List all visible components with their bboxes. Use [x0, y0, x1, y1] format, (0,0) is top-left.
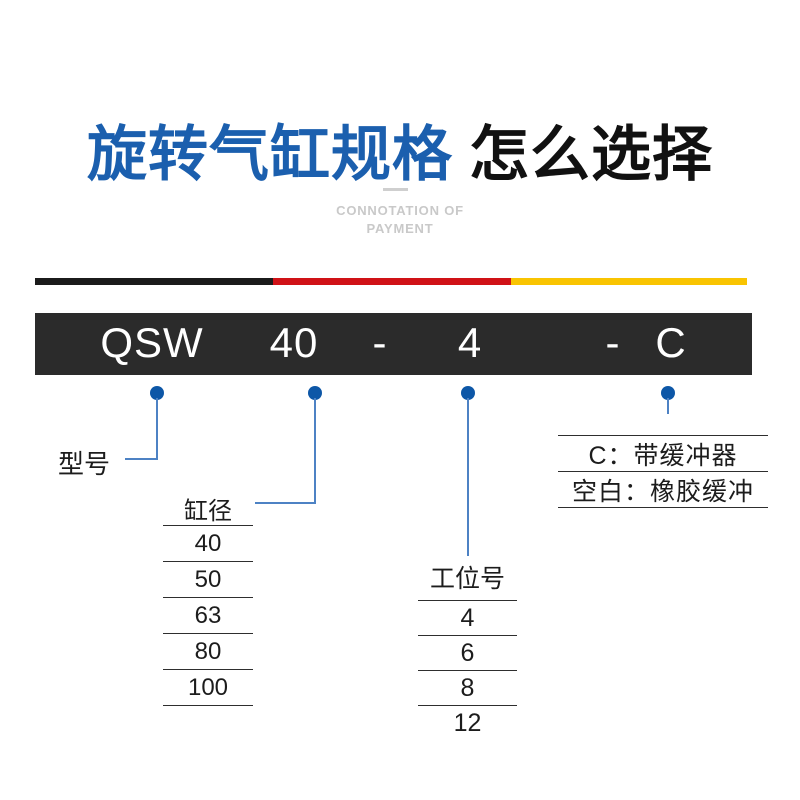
title-rest: 怎么选择: [469, 121, 713, 189]
leader-line-series: [156, 398, 158, 460]
callout-dot-bore: [308, 386, 322, 400]
code-part-bore: 40: [269, 319, 319, 366]
station-table: 4 6 8 12: [418, 600, 517, 740]
buffer-row-blank: 空白：橡胶缓冲: [558, 471, 768, 507]
station-header: 工位号: [429, 565, 505, 593]
callout-dot-buffer: [661, 386, 675, 400]
divider-segment-yellow: [511, 278, 747, 285]
callout-dot-series: [150, 386, 164, 400]
bore-header: 缸径: [184, 498, 232, 525]
table-row: 12: [418, 705, 517, 740]
table-row: 8: [418, 670, 517, 705]
model-code-bar: QSW 40 - 4 - C: [35, 313, 752, 375]
leader-line-station: [467, 398, 469, 556]
buffer-row-c: C：带缓冲器: [558, 435, 768, 471]
title-highlight: 旋转气缸规格: [87, 121, 453, 189]
decorative-dash: [383, 188, 408, 191]
subtitle-line-1: CONNOTATION OF: [336, 203, 464, 218]
code-part-series: QSW: [100, 319, 204, 366]
table-row: 6: [418, 635, 517, 670]
code-part-dash-2: -: [605, 319, 621, 366]
leader-line-bore: [314, 398, 316, 504]
divider-segment-black: [35, 278, 273, 285]
table-row: 100: [163, 669, 253, 705]
code-part-buffer: C: [655, 319, 687, 366]
table-row: 4: [418, 600, 517, 635]
leader-elbow-bore: [255, 502, 316, 504]
page-title: 旋转气缸规格怎么选择: [0, 106, 800, 193]
leader-elbow-series: [125, 458, 158, 460]
table-row: 63: [163, 597, 253, 633]
subtitle-line-2: PAYMENT: [366, 220, 434, 236]
code-part-dash-1: -: [372, 319, 388, 366]
table-row: 50: [163, 561, 253, 597]
table-row: 80: [163, 633, 253, 669]
model-label: 型号: [58, 449, 111, 479]
divider-segment-red: [273, 278, 511, 285]
tricolor-divider: [35, 278, 747, 285]
bore-table: 40 50 63 80 100: [163, 525, 253, 706]
subtitle: CONNOTATION OF PAYMENT: [0, 202, 800, 237]
callout-dot-station: [461, 386, 475, 400]
code-part-station: 4: [457, 319, 483, 366]
buffer-table: C：带缓冲器 空白：橡胶缓冲: [558, 435, 768, 508]
leader-line-buffer: [667, 398, 669, 414]
table-row: 40: [163, 525, 253, 561]
